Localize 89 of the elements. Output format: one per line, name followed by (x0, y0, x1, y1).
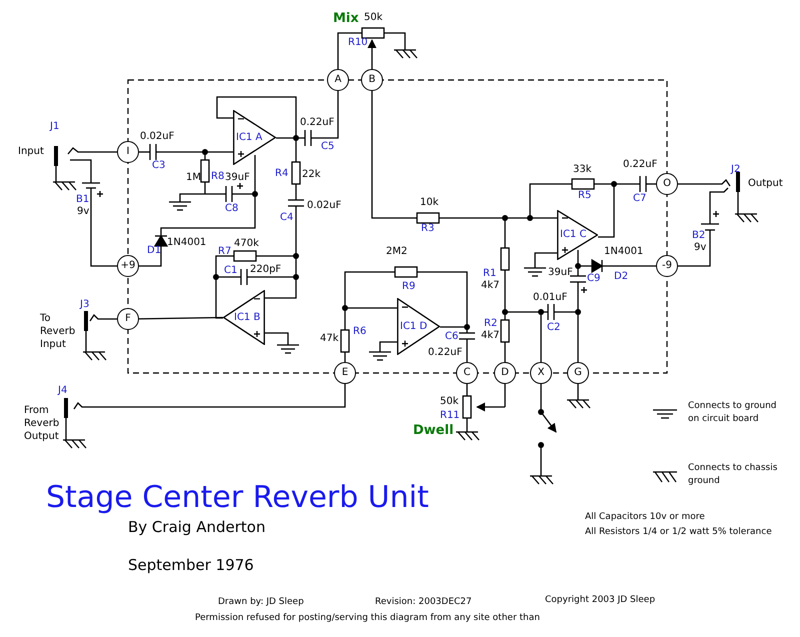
reference-designator: B2 (692, 230, 706, 242)
note-text: Copyright 2003 JD Sleep (545, 594, 656, 606)
reference-designator: J3 (80, 299, 90, 311)
op-amp-label: IC1 D (400, 320, 428, 332)
connection-pad: I (117, 141, 139, 163)
component-value: 1N4001 (604, 246, 644, 258)
reference-designator: R9 (402, 281, 416, 293)
wire (138, 316, 224, 320)
op-amp-label: IC1 C (560, 229, 586, 241)
reference-designator: B1 (76, 194, 90, 206)
diagram-title: Stage Center Reverb Unit (46, 480, 429, 516)
byline-text: By Craig Anderton (128, 518, 266, 536)
component-value: Input (18, 146, 44, 158)
reference-designator: R11 (440, 410, 460, 422)
legend-text: Connects to ground on circuit board (688, 400, 778, 426)
component-value: 50k (364, 12, 383, 24)
reference-designator: C7 (633, 193, 646, 205)
reference-designator: R7 (218, 246, 232, 258)
control-name: Mix (333, 11, 359, 26)
connection-pad: B (361, 69, 383, 91)
jack-label: From Reverb Output (24, 404, 60, 443)
reference-designator: C6 (445, 331, 458, 343)
reference-designator: R8 (211, 171, 224, 183)
op-amp-symbol (233, 110, 276, 165)
byline-text: September 1976 (128, 556, 254, 574)
note-text: Permission refused for posting/serving this diagram from any site other than (195, 612, 540, 624)
component-value: 50k (440, 396, 459, 408)
connection-pad: G (567, 362, 589, 384)
component-value: 9v (77, 206, 90, 218)
connection-pad: C (456, 362, 478, 384)
connection-pad: +9 (117, 255, 139, 277)
reference-designator: R2 (484, 318, 498, 330)
component-value: 4k7 (481, 280, 500, 292)
reference-designator: J4 (58, 385, 68, 397)
component-value: 0.22uF (428, 347, 462, 359)
jack-label: To Reverb Input (40, 312, 76, 351)
component-value: 0.02uF (140, 131, 174, 143)
component-value: Output (748, 178, 783, 190)
component-value: 33k (573, 164, 592, 176)
reference-designator: C2 (547, 322, 560, 334)
component-value: 470k (234, 238, 259, 250)
component-value: 39uF (548, 267, 573, 279)
reference-designator: C5 (321, 141, 334, 153)
component-value: 1N4001 (167, 237, 206, 249)
reference-designator: C4 (280, 212, 294, 224)
component-value: 10k (420, 197, 439, 209)
note-text: All Resistors 1/4 or 1/2 watt 5% tolerance (585, 526, 772, 538)
op-amp-label: IC1 B (234, 312, 260, 324)
reference-designator: C8 (225, 203, 238, 215)
component-value: 39uF (225, 172, 250, 184)
connection-pad: F (117, 308, 139, 330)
connection-pad: O (656, 173, 678, 195)
reference-designator: J2 (731, 164, 740, 176)
reference-designator: R3 (421, 223, 434, 235)
component-value: 1M (186, 172, 201, 184)
component-value: 0.22uF (300, 117, 334, 129)
connection-pad: -9 (656, 255, 678, 277)
reference-designator: C1 (224, 265, 238, 277)
connection-pad: E (334, 362, 356, 384)
op-amp-symbol (557, 210, 598, 260)
reference-designator: D1 (147, 245, 162, 257)
reference-designator: J1 (50, 121, 60, 133)
reference-designator: R10 (348, 37, 368, 49)
reference-designator: R4 (275, 168, 288, 180)
component-value: 4k7 (481, 330, 500, 342)
reference-designator: C9 (587, 273, 600, 285)
op-amp-label: IC1 A (236, 132, 262, 144)
reference-designator: R1 (483, 268, 496, 280)
control-name: Dwell (413, 423, 454, 438)
reference-designator: R6 (353, 326, 366, 338)
note-text: Drawn by: JD Sleep (218, 596, 304, 608)
component-value: 2M2 (386, 246, 408, 258)
component-value: 0.22uF (623, 159, 658, 171)
connection-pad: A (327, 69, 349, 91)
note-text: Revision: 2003DEC27 (375, 596, 472, 608)
reference-designator: D2 (614, 271, 628, 283)
reference-designator: C3 (152, 160, 166, 172)
component-value: 47k (320, 333, 339, 345)
reference-designator: R5 (578, 190, 592, 202)
connection-pad: D (494, 362, 516, 384)
note-text: All Capacitors 10v or more (585, 511, 705, 523)
component-value: 9v (694, 242, 706, 254)
component-value: 22k (302, 169, 321, 181)
component-value: 0.02uF (307, 200, 342, 212)
connection-pad: X (530, 362, 552, 384)
component-value: 220pF (250, 264, 282, 276)
component-value: 0.01uF (533, 292, 568, 304)
legend-text: Connects to chassis ground (688, 462, 778, 488)
op-amp-symbol (223, 290, 265, 345)
